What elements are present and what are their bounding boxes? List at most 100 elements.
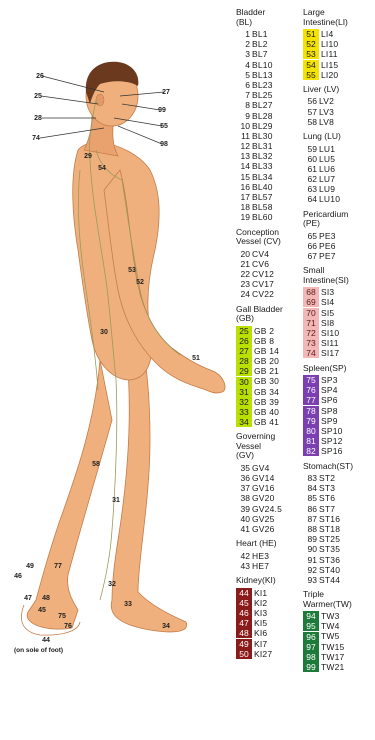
body-figure: 2625287429542799559853525130583132333449… xyxy=(0,0,236,700)
figure-point-label: 99 xyxy=(158,107,166,114)
point-number: 67 xyxy=(303,251,319,261)
point-number: 40 xyxy=(236,514,252,524)
point-code: ST3 xyxy=(319,483,335,493)
point-number: 44 xyxy=(236,588,252,598)
point-row: 64LU10 xyxy=(303,194,373,204)
point-row: 11BL30 xyxy=(236,131,300,141)
point-code: LI4 xyxy=(321,29,333,39)
point-row: 85ST6 xyxy=(303,493,373,503)
point-row: 18BL58 xyxy=(236,202,300,212)
point-number: 69 xyxy=(303,297,319,307)
point-row: 40GV25 xyxy=(236,514,300,524)
point-row: 78SP8 xyxy=(303,406,373,416)
point-number: 22 xyxy=(236,269,252,279)
point-row: 20CV4 xyxy=(236,249,300,259)
point-code: CV4 xyxy=(252,249,269,259)
point-code: SP6 xyxy=(321,395,338,405)
point-number: 16 xyxy=(236,182,252,192)
point-code: TW15 xyxy=(321,642,344,652)
point-code: TW17 xyxy=(321,652,344,662)
group-title: Liver (LV) xyxy=(303,85,373,95)
point-code: BL31 xyxy=(252,141,273,151)
point-number: 23 xyxy=(236,279,252,289)
point-row: 73SI11 xyxy=(303,338,373,348)
point-code: BL40 xyxy=(252,182,273,192)
point-row: 3BL7 xyxy=(236,49,300,59)
point-number: 86 xyxy=(303,504,319,514)
point-row: 62LU7 xyxy=(303,174,373,184)
point-code: ST35 xyxy=(319,544,340,554)
point-row: 16BL40 xyxy=(236,182,300,192)
point-code: ST44 xyxy=(319,575,340,585)
point-row: 99TW21 xyxy=(303,662,373,672)
group-title: Heart (HE) xyxy=(236,539,300,549)
group-title: Intestine(LI) xyxy=(303,18,373,28)
point-number: 48 xyxy=(236,628,252,638)
point-code: KI1 xyxy=(254,588,267,598)
point-row: 43HE7 xyxy=(236,561,300,571)
point-row: 44KI1 xyxy=(236,588,300,598)
point-number: 42 xyxy=(236,551,252,561)
point-row: 36GV14 xyxy=(236,473,300,483)
point-number: 79 xyxy=(303,416,319,426)
point-row: 32GB 39 xyxy=(236,397,300,407)
point-code: LI15 xyxy=(321,60,338,70)
point-code: TW5 xyxy=(321,631,340,641)
point-number: 99 xyxy=(303,662,319,672)
point-row: 13BL32 xyxy=(236,151,300,161)
point-code: BL27 xyxy=(252,100,273,110)
point-row: 72SI10 xyxy=(303,328,373,338)
group-title: (GV) xyxy=(236,451,300,461)
point-row: 83ST2 xyxy=(303,473,373,483)
point-code: GV25 xyxy=(252,514,275,524)
group-title: (PE) xyxy=(303,219,373,229)
point-number: 36 xyxy=(236,473,252,483)
group-liver: Liver (LV)56LV257LV358LV8 xyxy=(303,85,373,127)
point-number: 84 xyxy=(303,483,319,493)
point-row: 82SP16 xyxy=(303,446,373,456)
point-code: LV3 xyxy=(319,107,334,117)
point-code: CV12 xyxy=(252,269,274,279)
point-number: 29 xyxy=(236,366,252,376)
point-row: 1BL1 xyxy=(236,29,300,39)
point-code: SP12 xyxy=(321,436,343,446)
point-code: ST18 xyxy=(319,524,340,534)
point-number: 4 xyxy=(236,60,252,70)
point-code: KI2 xyxy=(254,598,267,608)
point-code: ST7 xyxy=(319,504,335,514)
point-code: BL29 xyxy=(252,121,273,131)
point-number: 41 xyxy=(236,524,252,534)
legend-column-left: Bladder(BL)1BL12BL23BL74BL105BL136BL237B… xyxy=(236,8,300,664)
point-row: 56LV2 xyxy=(303,96,373,106)
group-spleen: Spleen(SP)75SP376SP477SP678SP879SP980SP1… xyxy=(303,364,373,457)
sole-of-foot-caption: (on sole of foot) xyxy=(14,647,63,654)
figure-point-label: 33 xyxy=(124,601,132,608)
point-row: 33GB 40 xyxy=(236,407,300,417)
point-number: 94 xyxy=(303,611,319,621)
point-row: 67PE7 xyxy=(303,251,373,261)
point-code: LV8 xyxy=(319,117,334,127)
point-number: 39 xyxy=(236,504,252,514)
group-title: (GB) xyxy=(236,314,300,324)
point-code: PE6 xyxy=(319,241,336,251)
point-number: 81 xyxy=(303,436,319,446)
point-code: LU1 xyxy=(319,144,335,154)
point-row: 95TW4 xyxy=(303,621,373,631)
point-number: 27 xyxy=(236,346,252,356)
point-number: 91 xyxy=(303,555,319,565)
point-number: 12 xyxy=(236,141,252,151)
point-number: 31 xyxy=(236,387,252,397)
figure-point-label: 98 xyxy=(160,141,168,148)
point-row: 96TW5 xyxy=(303,631,373,641)
point-code: GB 2 xyxy=(254,326,274,336)
point-row: 76SP4 xyxy=(303,385,373,395)
point-row: 80SP10 xyxy=(303,426,373,436)
point-number: 17 xyxy=(236,192,252,202)
group-title: Lung (LU) xyxy=(303,132,373,142)
